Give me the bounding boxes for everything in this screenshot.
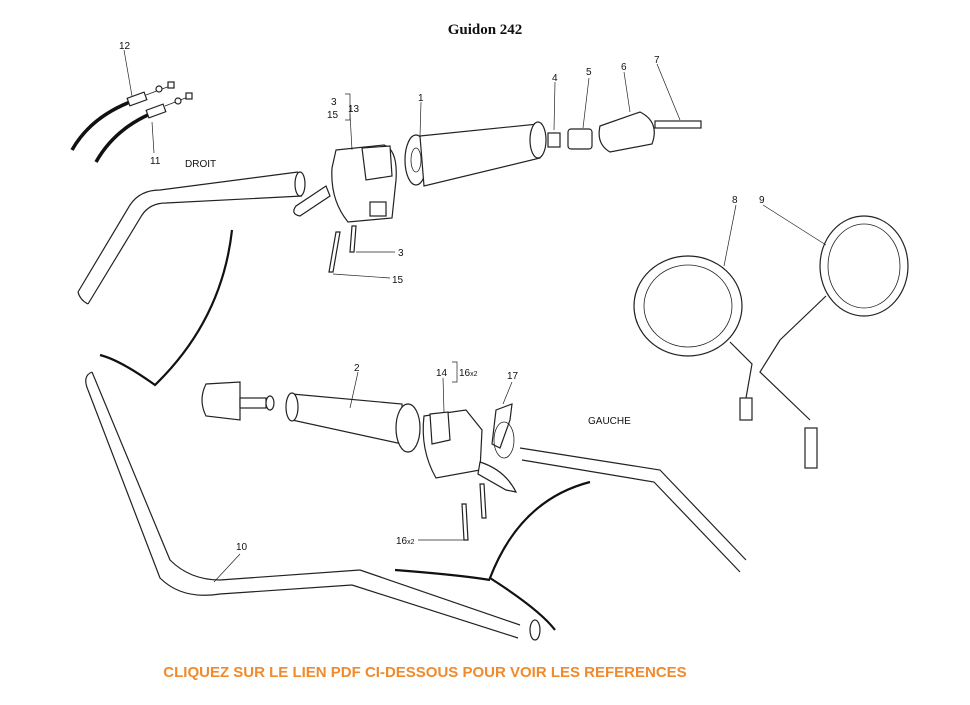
part-label-3-group: 3 [331,97,337,108]
part-label-14: 14 [436,368,448,379]
mirrors [633,215,909,469]
part-label-16-group: 16x2 [459,368,478,379]
part-label-5: 5 [586,67,592,78]
upper-bracket-curve [99,229,234,387]
part-label-4: 4 [552,73,558,84]
lower-grip [285,392,421,453]
part-label-12: 12 [119,41,131,52]
part-label-15: 15 [392,275,404,286]
lower-handlebar [85,371,747,641]
left-switch-assembly [422,403,518,493]
part-label-11: 11 [150,156,161,167]
throttle-cables [70,81,193,163]
part-label-16: 16x2 [396,536,415,547]
part-label-15-group: 15 [327,110,339,121]
lower-bracket-base [394,568,491,582]
part-label-7: 7 [654,55,660,66]
part-label-1: 1 [418,93,424,104]
part-label-2: 2 [354,363,360,374]
upper-bar-end [547,111,702,153]
lower-bar-end [201,381,275,421]
diagram-title: Guidon 242 [447,22,523,38]
lower-bracket-curve [488,480,591,631]
part-label-3: 3 [398,248,404,259]
leader-lines [123,49,827,583]
part-label-10: 10 [236,542,248,553]
side-label-left: GAUCHE [588,416,631,427]
screws-upper [328,225,357,273]
part-label-6: 6 [621,62,627,73]
pdf-references-link[interactable]: CLIQUEZ SUR LE LIEN PDF CI-DESSOUS POUR … [163,664,687,681]
screws-lower [461,483,487,541]
part-label-13: 13 [348,104,360,115]
side-label-right: DROIT [185,159,216,170]
upper-grip [404,121,547,187]
part-label-9: 9 [759,195,765,206]
right-switch-assembly [293,144,397,223]
part-label-17: 17 [507,371,519,382]
part-label-8: 8 [732,195,738,206]
upper-handlebar [77,171,306,305]
